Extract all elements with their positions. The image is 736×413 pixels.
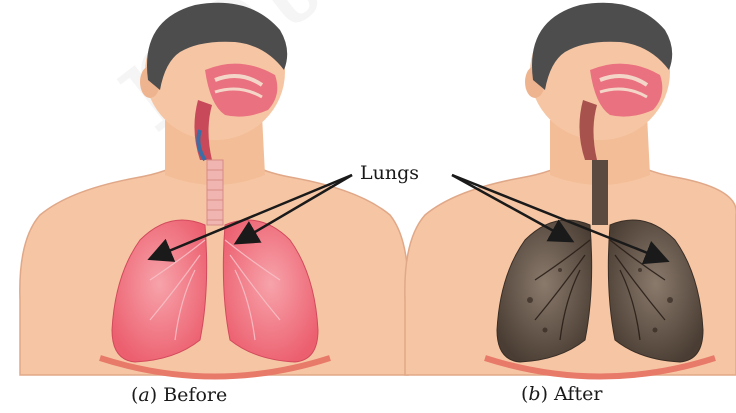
- caption-before: (a) Before: [131, 384, 227, 406]
- caption-after-text: After: [554, 383, 602, 405]
- caption-before-letter: a: [138, 384, 149, 406]
- after-figure: [405, 3, 736, 377]
- caption-after-letter: b: [528, 383, 540, 405]
- after-trachea: [592, 160, 608, 225]
- before-figure: [20, 3, 408, 377]
- lungs-label: Lungs: [358, 162, 421, 184]
- caption-before-text: Before: [163, 384, 227, 406]
- caption-after: (b) After: [521, 383, 602, 405]
